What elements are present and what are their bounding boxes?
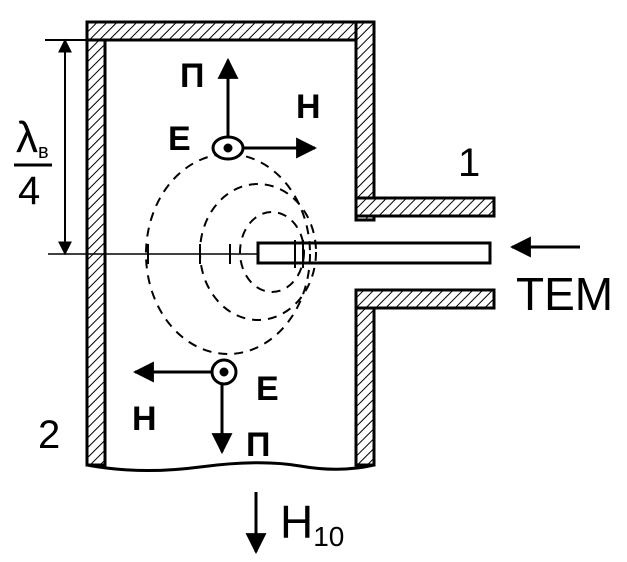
tem-label: TEM	[516, 268, 613, 320]
port-2-label: 2	[38, 413, 60, 457]
coax-outer-top	[354, 196, 496, 218]
right-wall-upper	[354, 20, 376, 222]
right-wall-lower	[354, 288, 376, 467]
top-wall	[85, 20, 376, 42]
coax-inner-probe	[256, 241, 492, 265]
bottom-h-label: H	[132, 400, 157, 438]
bottom-e-label: E	[256, 370, 279, 408]
waveguide-open-end	[86, 461, 375, 473]
top-p-label: П	[180, 57, 204, 95]
port-1-label: 1	[458, 141, 480, 185]
field-ticks	[147, 240, 304, 268]
top-e-label: E	[168, 120, 191, 158]
top-h-label: H	[296, 88, 321, 126]
quarter-wave-dimension	[45, 38, 87, 256]
left-wall	[85, 20, 107, 467]
lambda-label: λв	[16, 113, 49, 163]
top-vector-triad	[211, 57, 318, 161]
waveguide-walls	[85, 20, 496, 467]
lambda-denominator: 4	[18, 169, 40, 213]
coax-outer-bottom	[354, 288, 496, 310]
bottom-vector-triad	[132, 358, 238, 455]
h10-label: H10	[280, 496, 344, 552]
bottom-p-label: П	[246, 426, 270, 464]
